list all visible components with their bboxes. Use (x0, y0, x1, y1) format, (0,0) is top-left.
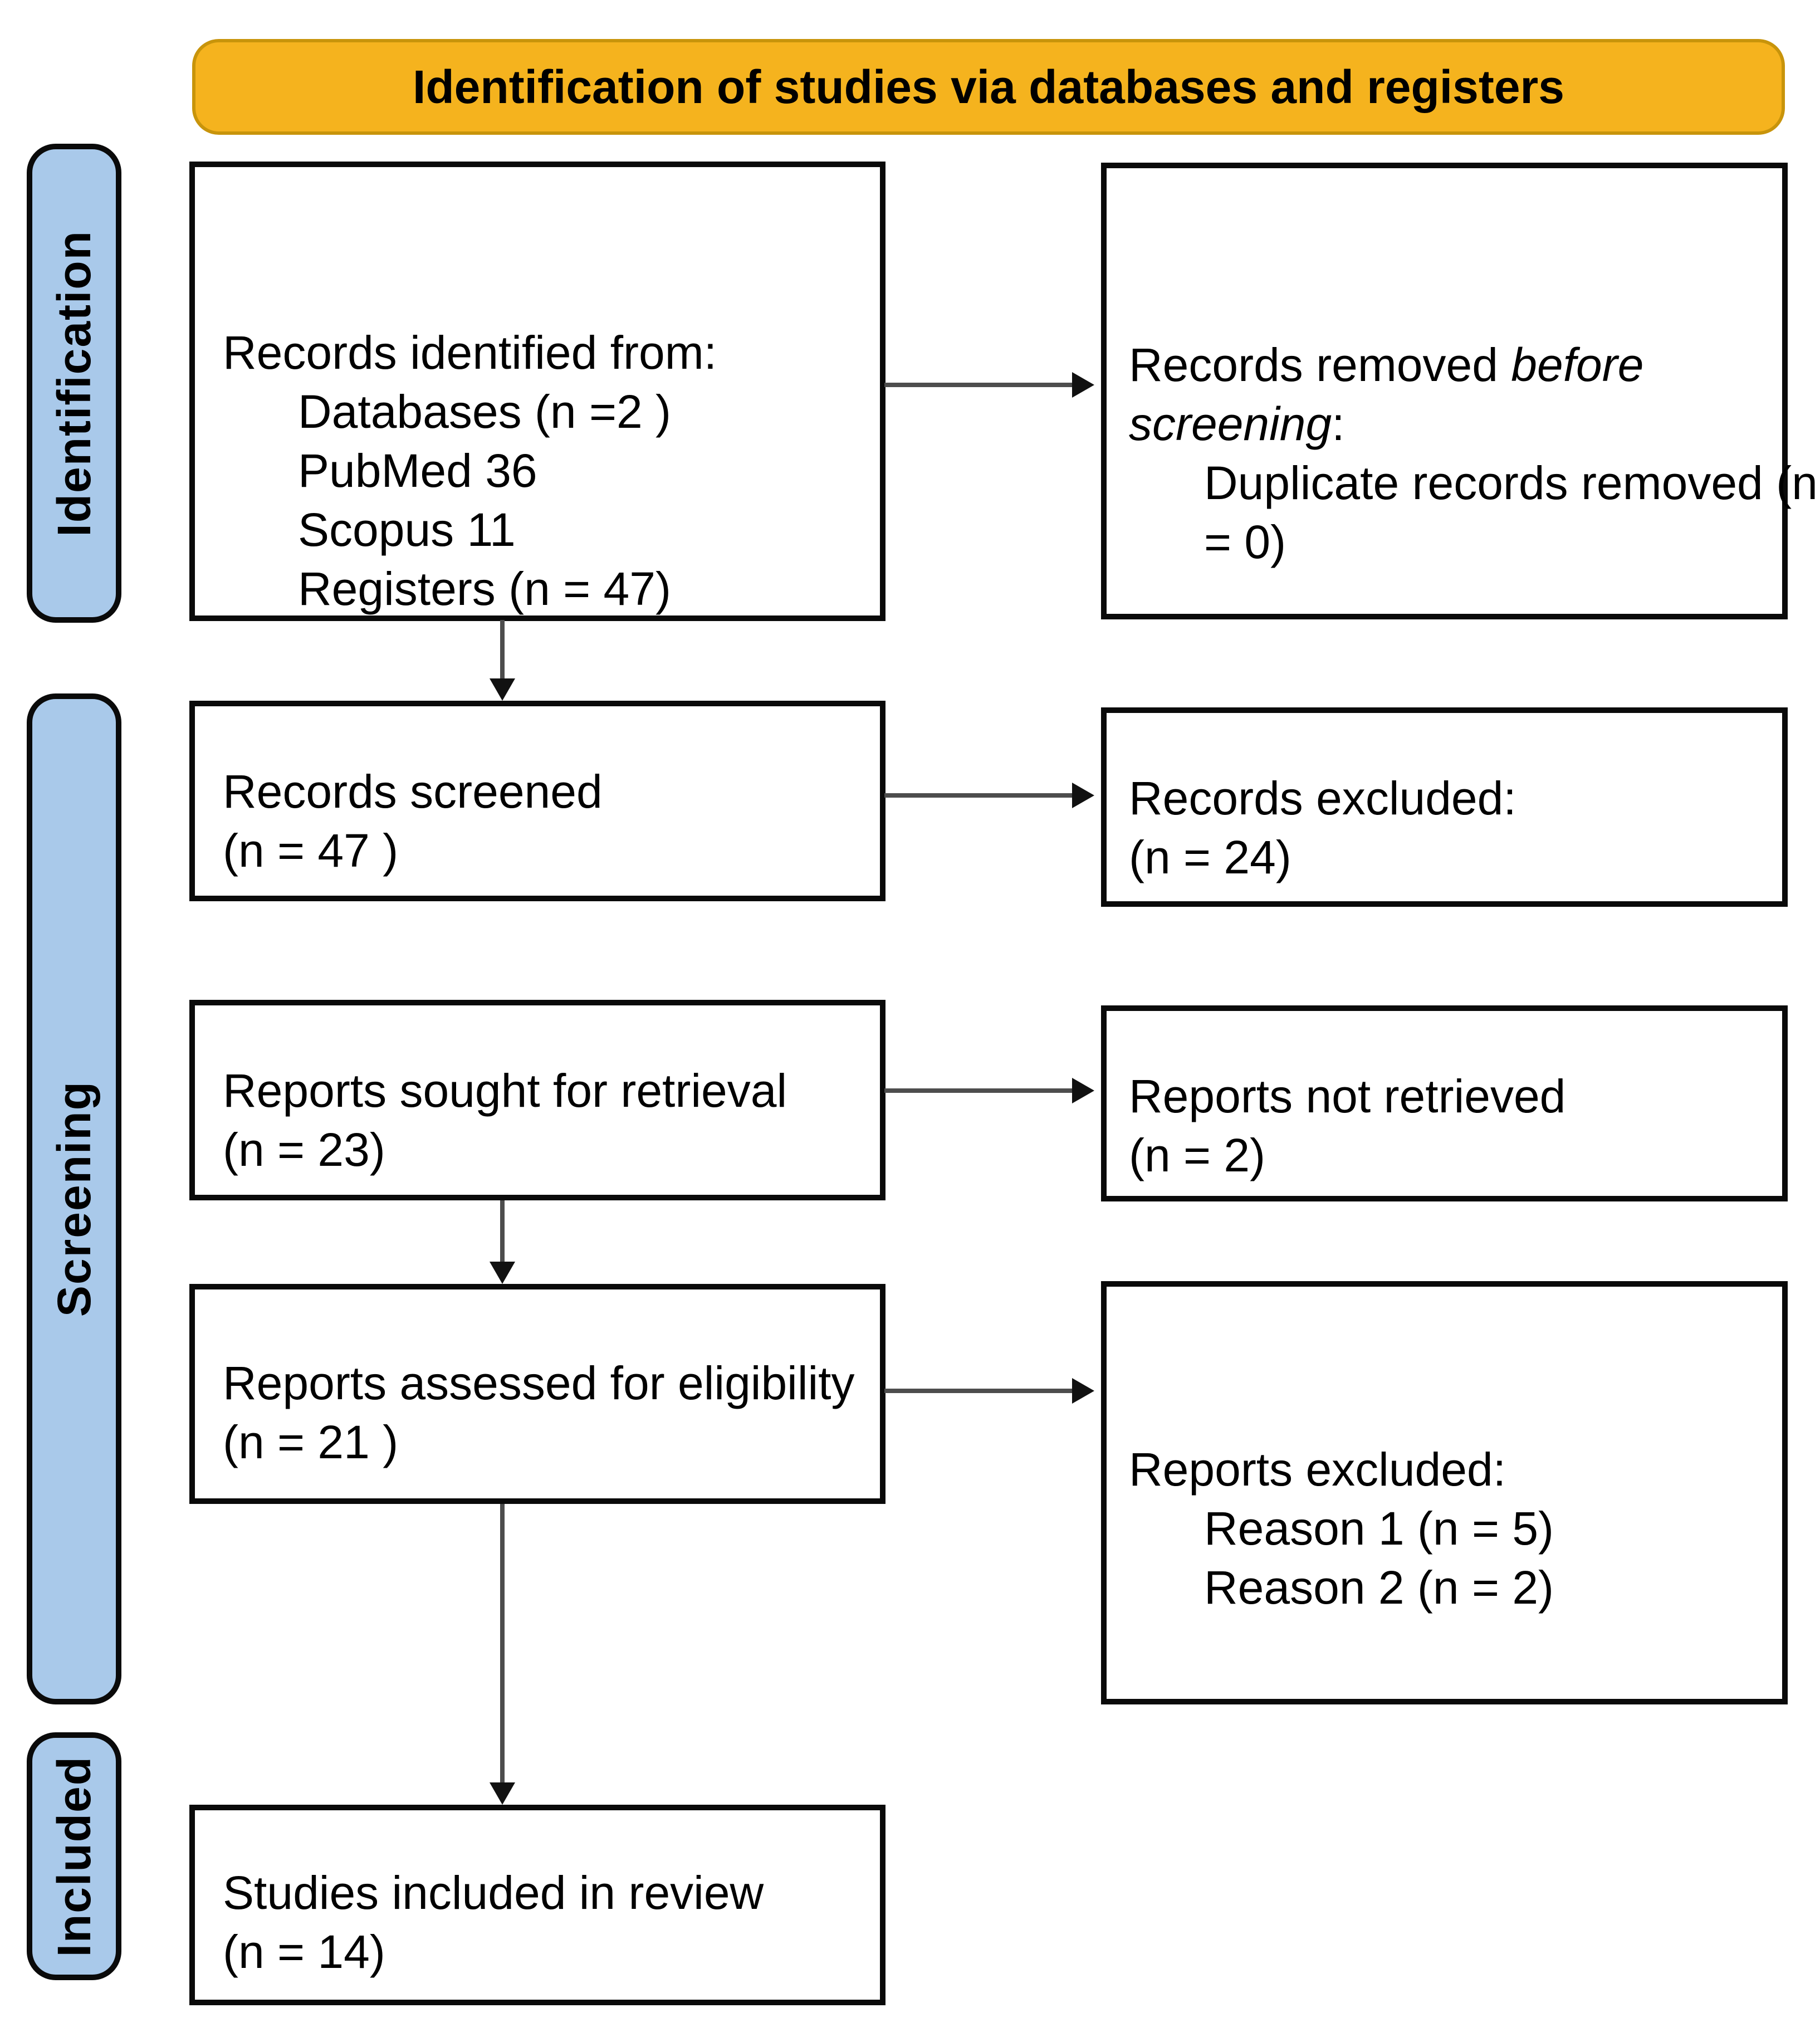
text-line: PubMed 36 (298, 441, 863, 500)
box-reports-not-retrieved: Reports not retrieved (n = 2) (1101, 1005, 1788, 1201)
arrow-screened-to-excluded (884, 783, 1096, 808)
arrow-identified-to-removed (884, 372, 1096, 398)
arrow-head-right-icon (1072, 783, 1094, 808)
text-segment: (n = 2) (1129, 1129, 1266, 1181)
text-line: (n = 21 ) (223, 1413, 863, 1472)
arrow-identified-to-screened (490, 620, 515, 701)
text-segment: Reports sought for retrieval (223, 1064, 787, 1117)
text-line: Duplicate records removed (n (1204, 453, 1818, 512)
arrow-line (500, 1200, 505, 1263)
banner-identification-via-databases: Identification of studies via databases … (192, 39, 1785, 135)
text-line: Reason 2 (n = 2) (1204, 1558, 1765, 1617)
arrow-head-right-icon (1072, 1378, 1094, 1404)
arrow-line (884, 793, 1072, 798)
text-segment: Reason 2 (n = 2) (1204, 1561, 1554, 1614)
arrow-line (500, 620, 505, 680)
box-studies-included-in-review: Studies included in review (n = 14) (189, 1805, 885, 2005)
text-line: Reports not retrieved (1129, 1067, 1765, 1126)
text-segment: (n = 24) (1129, 831, 1291, 883)
text-line: Records identified from: (223, 323, 863, 382)
box-records-excluded: Records excluded: (n = 24) (1101, 707, 1788, 907)
arrow-head-right-icon (1072, 372, 1094, 398)
text-line: Reason 1 (n = 5) (1204, 1499, 1765, 1558)
text-segment: Reports not retrieved (1129, 1070, 1566, 1122)
text-line: Records screened (223, 762, 863, 821)
text-line: Reports assessed for eligibility (223, 1354, 863, 1413)
stage-label-screening: Screening (47, 1081, 100, 1317)
text-segment: Databases (n =2 ) (298, 385, 672, 438)
text-segment: Studies included in review (223, 1867, 764, 1919)
text-line: Scopus 11 (298, 500, 863, 559)
arrow-assessed-to-reports-excluded (884, 1378, 1096, 1404)
arrow-head-down-icon (490, 678, 515, 701)
arrow-head-right-icon (1072, 1078, 1094, 1103)
arrow-sought-to-not-retrieved (884, 1078, 1096, 1103)
stage-label-identification: Identification (47, 229, 100, 537)
box-records-identified-from: Records identified from: Databases (n =2 … (189, 162, 885, 621)
text-segment: = 0) (1204, 516, 1286, 568)
arrow-line (884, 1389, 1072, 1393)
text-line: Registers (n = 47) (298, 559, 863, 618)
text-segment: (n = 23) (223, 1123, 385, 1176)
banner-title: Identification of studies via databases … (413, 60, 1564, 113)
text-line: (n = 14) (223, 1922, 863, 1981)
arrow-assessed-to-included (490, 1504, 515, 1805)
text-line: (n = 2) (1129, 1126, 1765, 1185)
box-records-screened: Records screened (n = 47 ) (189, 701, 885, 901)
text-segment: (n = 47 ) (223, 824, 399, 877)
text-line: = 0) (1204, 512, 1765, 571)
text-line: Studies included in review (223, 1863, 863, 1922)
text-segment: Records excluded: (1129, 772, 1516, 824)
text-segment: (n = 21 ) (223, 1416, 399, 1468)
box-reports-excluded: Reports excluded: Reason 1 (n = 5) Reason … (1101, 1281, 1788, 1704)
text-line: Reports sought for retrieval (223, 1061, 863, 1120)
text-line: Records excluded: (1129, 769, 1765, 828)
stage-band-screening: Screening (27, 693, 121, 1704)
text-line: Reports excluded: (1129, 1440, 1765, 1499)
text-segment-italic: screening (1129, 398, 1332, 450)
text-segment: Duplicate records removed (n (1204, 457, 1818, 509)
arrow-head-down-icon (490, 1782, 515, 1805)
text-segment: Scopus 11 (298, 504, 516, 556)
text-segment-italic: before (1511, 339, 1644, 391)
arrow-line (500, 1504, 505, 1784)
box-reports-sought-for-retrieval: Reports sought for retrieval (n = 23) (189, 1000, 885, 1200)
text-segment: Registers (n = 47) (298, 563, 671, 615)
text-segment: Records screened (223, 765, 603, 818)
arrow-head-down-icon (490, 1262, 515, 1284)
text-line: Records removed before (1129, 335, 1765, 394)
text-segment: PubMed 36 (298, 444, 537, 497)
stage-band-included: Included (27, 1732, 121, 1980)
stage-label-included: Included (47, 1755, 100, 1957)
text-segment: Reason 1 (n = 5) (1204, 1502, 1554, 1555)
arrow-line (884, 1088, 1072, 1093)
text-line: Databases (n =2 ) (298, 382, 863, 441)
text-segment: (n = 14) (223, 1926, 385, 1978)
text-segment: Records removed (1129, 339, 1511, 391)
text-segment: : (1332, 398, 1345, 450)
text-line: (n = 24) (1129, 828, 1765, 887)
box-reports-assessed-for-eligibility: Reports assessed for eligibility (n = 21 … (189, 1284, 885, 1504)
text-segment: Reports assessed for eligibility (223, 1357, 855, 1409)
text-line: screening: (1129, 394, 1765, 453)
arrow-line (884, 383, 1072, 387)
text-line: (n = 23) (223, 1120, 863, 1179)
stage-band-identification: Identification (27, 144, 121, 623)
text-line: (n = 47 ) (223, 821, 863, 880)
text-segment: Records identified from: (223, 326, 717, 379)
arrow-sought-to-assessed (490, 1200, 515, 1284)
text-segment: Reports excluded: (1129, 1443, 1506, 1496)
